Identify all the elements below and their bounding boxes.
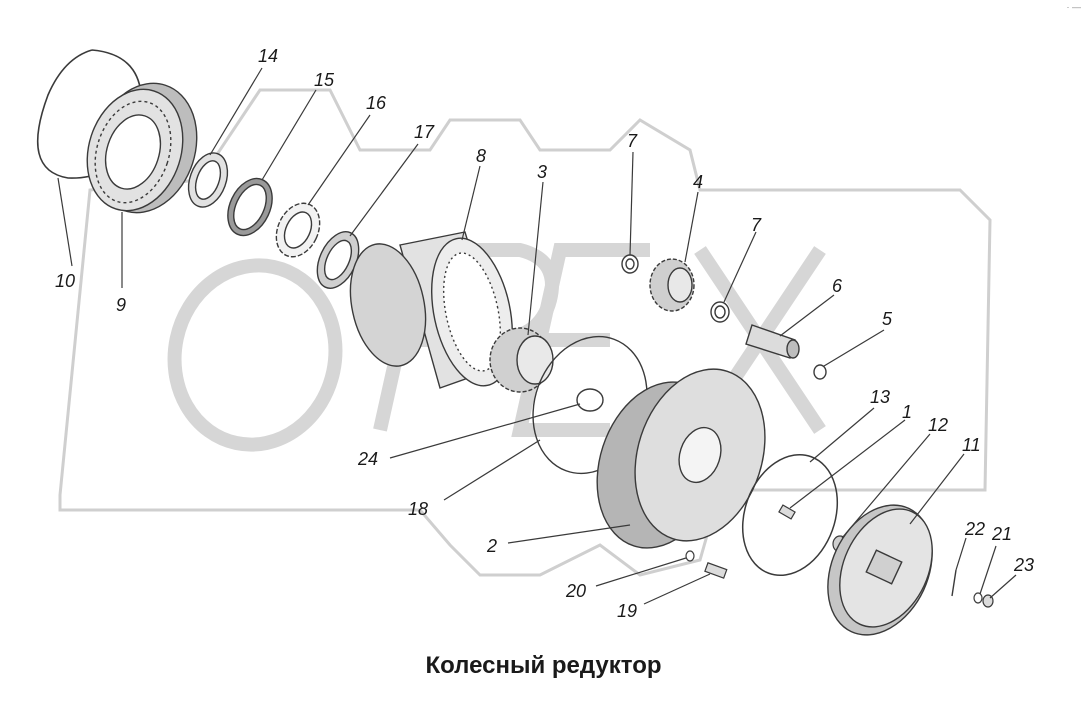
- watermark-cog: [58, 88, 992, 577]
- label-18: 18: [408, 499, 429, 519]
- label-13: 13: [870, 387, 891, 407]
- leader-7a: [629, 151, 634, 256]
- part-20-washer: [685, 550, 695, 562]
- leader-20: [595, 557, 687, 587]
- label-20: 20: [566, 581, 587, 601]
- label-3: 3: [537, 162, 548, 182]
- part-3-planet-gear: [489, 327, 554, 393]
- leader-8: [461, 165, 481, 241]
- part-10-snap-ring: [36, 49, 143, 179]
- part-15-ring: [227, 177, 273, 237]
- label-7-a: 7: [627, 131, 638, 151]
- label-9: 9: [116, 295, 127, 315]
- leader-12: [841, 433, 931, 539]
- label-12: 12: [928, 415, 949, 435]
- leader-5: [823, 329, 885, 367]
- leader-24: [389, 403, 581, 459]
- part-22-pin: [951, 569, 957, 597]
- part-19-bolt: [704, 562, 728, 579]
- leader-3: [527, 181, 544, 336]
- leader-23: [989, 574, 1017, 599]
- leader-10: [57, 177, 73, 267]
- leader-7b: [723, 231, 757, 303]
- label-15: 15: [314, 70, 335, 90]
- leader-14: [209, 67, 263, 156]
- label-8: 8: [476, 146, 487, 166]
- part-14-ring: [187, 152, 229, 208]
- leader-21: [979, 545, 997, 595]
- figure-caption: Колесный редуктор: [425, 652, 662, 679]
- part-9-gear-hub: [86, 82, 198, 214]
- leader-2: [507, 524, 631, 544]
- leader-15: [261, 89, 317, 181]
- label-10: 10: [55, 271, 76, 291]
- corner-mark: · —: [1066, 2, 1082, 12]
- label-5: 5: [882, 309, 893, 329]
- label-17: 17: [414, 122, 435, 142]
- label-6: 6: [832, 276, 843, 296]
- leader-lines: [57, 67, 1017, 605]
- leader-17: [349, 143, 419, 237]
- label-7-b: 7: [751, 215, 762, 235]
- part-1-bolt: [778, 504, 796, 520]
- label-14: 14: [258, 46, 279, 66]
- part-16-lock-washer: [275, 202, 321, 258]
- part-4-small-gear: [649, 258, 695, 312]
- label-24: 24: [358, 449, 379, 469]
- label-11: 11: [962, 435, 981, 455]
- leader-18: [443, 439, 541, 501]
- part-11-cover: [827, 504, 933, 636]
- leader-19: [643, 573, 711, 605]
- label-22: 22: [965, 519, 986, 539]
- part-13-gasket: [741, 453, 839, 577]
- part-5-circlip: [813, 364, 827, 380]
- leader-22: [955, 537, 967, 571]
- label-21: 21: [992, 524, 1013, 544]
- label-19: 19: [617, 601, 638, 621]
- leader-1: [789, 419, 906, 509]
- label-16: 16: [366, 93, 387, 113]
- label-4: 4: [693, 172, 704, 192]
- leader-11: [909, 453, 965, 525]
- part-24-washer: [576, 388, 604, 412]
- part-7-washer-b: [710, 301, 730, 323]
- leader-6: [779, 294, 835, 337]
- label-23: 23: [1014, 555, 1035, 575]
- part-21-washer: [973, 592, 983, 604]
- leader-4: [684, 191, 699, 263]
- leader-16: [307, 114, 371, 206]
- label-1: 1: [902, 402, 913, 422]
- leader-13: [809, 407, 875, 463]
- label-2: 2: [487, 536, 498, 556]
- part-7-washer-a: [621, 254, 639, 274]
- part-2-carrier: [596, 368, 766, 549]
- part-6-shaft: [745, 324, 800, 359]
